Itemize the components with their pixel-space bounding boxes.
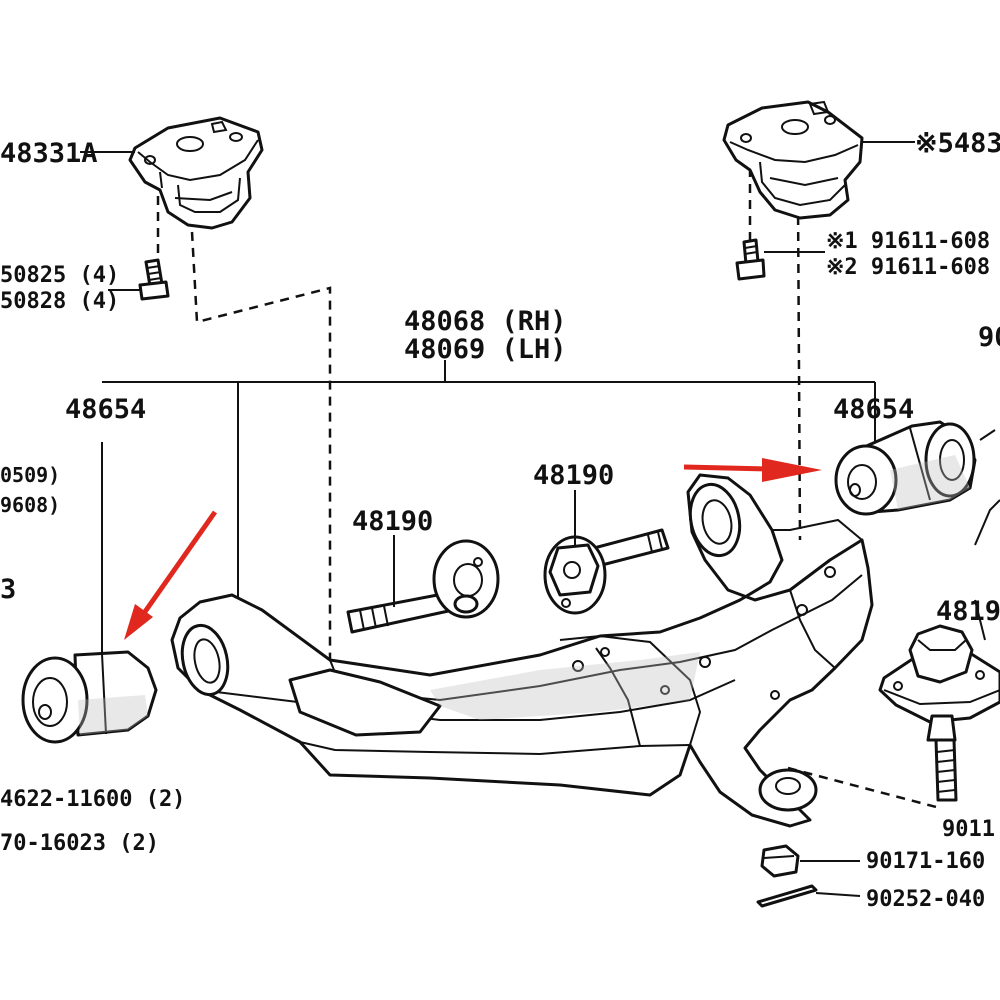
arm-label-bracket [101,360,876,655]
lower-control-arm [170,473,874,828]
label-left-cut-b: 9608) [0,493,60,517]
label-left-cut-a: 0509) [0,463,60,487]
left-cam-bolt [346,535,500,634]
label-arm-lh: 48069 (LH) [404,334,567,365]
dashed-alignment-lines [156,168,941,810]
center-cam-bolt [543,490,670,615]
label-right-bolt-a: ※1 91611-608 [826,229,990,254]
label-left-cut-c: 3 [0,574,16,605]
part-labels: 48331A 50825 (4) 50828 (4) 48068 (RH) 48… [0,128,1000,912]
label-left-bolt-a: 50825 (4) [0,263,119,288]
left-bolt [108,258,170,301]
right-bushing [834,420,977,516]
label-left-bottom-b: 70-16023 (2) [0,831,159,856]
left-bushing [21,650,158,744]
label-left-bolt-b: 50828 (4) [0,289,119,314]
label-bushing-right: 48654 [833,394,914,425]
ball-joint [878,599,1000,802]
label-left-bottom-a: 4622-11600 (2) [0,787,185,812]
arrow-icon [124,458,822,640]
label-arm-rh: 48068 (RH) [404,306,567,337]
label-right-cut-4819: 4819 [936,596,1000,627]
upper-left-bracket [80,116,264,230]
label-ball-joint-nut: 9011 [942,817,995,842]
label-nut: 90171-160 [866,849,985,874]
label-cotter-pin: 90252-040 [866,887,985,912]
upper-right-bracket [722,100,915,220]
label-bushing-left: 48654 [65,394,146,425]
label-right-cut-90: 90 [978,322,1000,353]
cotter-pin [756,884,861,908]
label-upper-right: ※5483 [915,128,1000,159]
right-bolt [735,238,825,281]
label-right-bolt-b: ※2 91611-608 [826,255,990,280]
right-edge-lines [974,429,1000,546]
label-cam-center: 48190 [533,460,614,491]
label-48331a: 48331A [0,138,98,169]
label-cam-left: 48190 [352,506,433,537]
nut [760,844,860,878]
